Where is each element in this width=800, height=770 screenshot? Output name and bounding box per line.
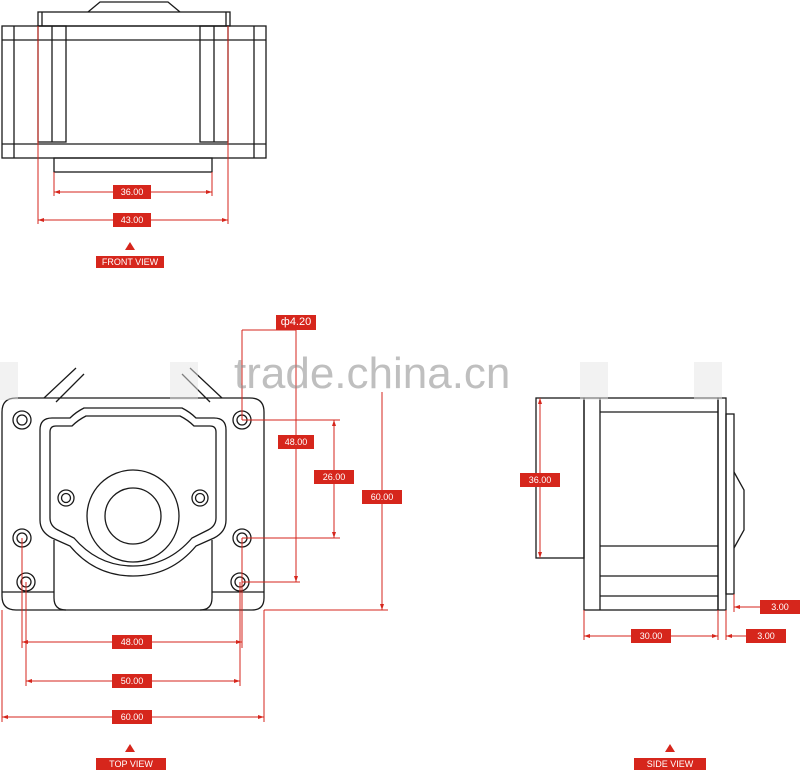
top-horizontal-60-label: 60.00: [121, 712, 144, 722]
side-flange-b-label: 3.00: [757, 631, 775, 641]
watermark: trade.china.cn: [0, 349, 722, 400]
side-view-marker-icon: [665, 744, 675, 752]
side-view: 36.00 30.00 3.00 3.00 SIDE VIEW: [520, 397, 800, 770]
side-length-label: 30.00: [640, 631, 663, 641]
top-horizontal-48-label: 48.00: [121, 637, 144, 647]
front-view-marker-icon: [125, 242, 135, 250]
top-horizontal-50-label: 50.00: [121, 676, 144, 686]
hole-diameter-label: ф4.20: [281, 316, 311, 328]
side-view-title: SIDE VIEW: [647, 759, 694, 769]
front-view: 36.00 43.00 FRONT VIEW: [1, 1, 267, 268]
front-view-title: FRONT VIEW: [102, 257, 159, 267]
watermark-text: trade.china.cn: [234, 349, 510, 398]
side-height-label: 36.00: [529, 475, 552, 485]
top-view: ф4.20 48.00 26.00 60.00 48.00 50.00 60.0…: [1, 315, 402, 770]
front-inner-width-label: 36.00: [121, 187, 144, 197]
top-vertical-60-label: 60.00: [371, 492, 394, 502]
front-outer-width-label: 43.00: [121, 215, 144, 225]
top-vertical-26-label: 26.00: [323, 472, 346, 482]
side-flange-a-label: 3.00: [771, 602, 789, 612]
top-vertical-48-label: 48.00: [285, 437, 308, 447]
top-view-title: TOP VIEW: [109, 759, 153, 769]
top-view-marker-icon: [125, 744, 135, 752]
